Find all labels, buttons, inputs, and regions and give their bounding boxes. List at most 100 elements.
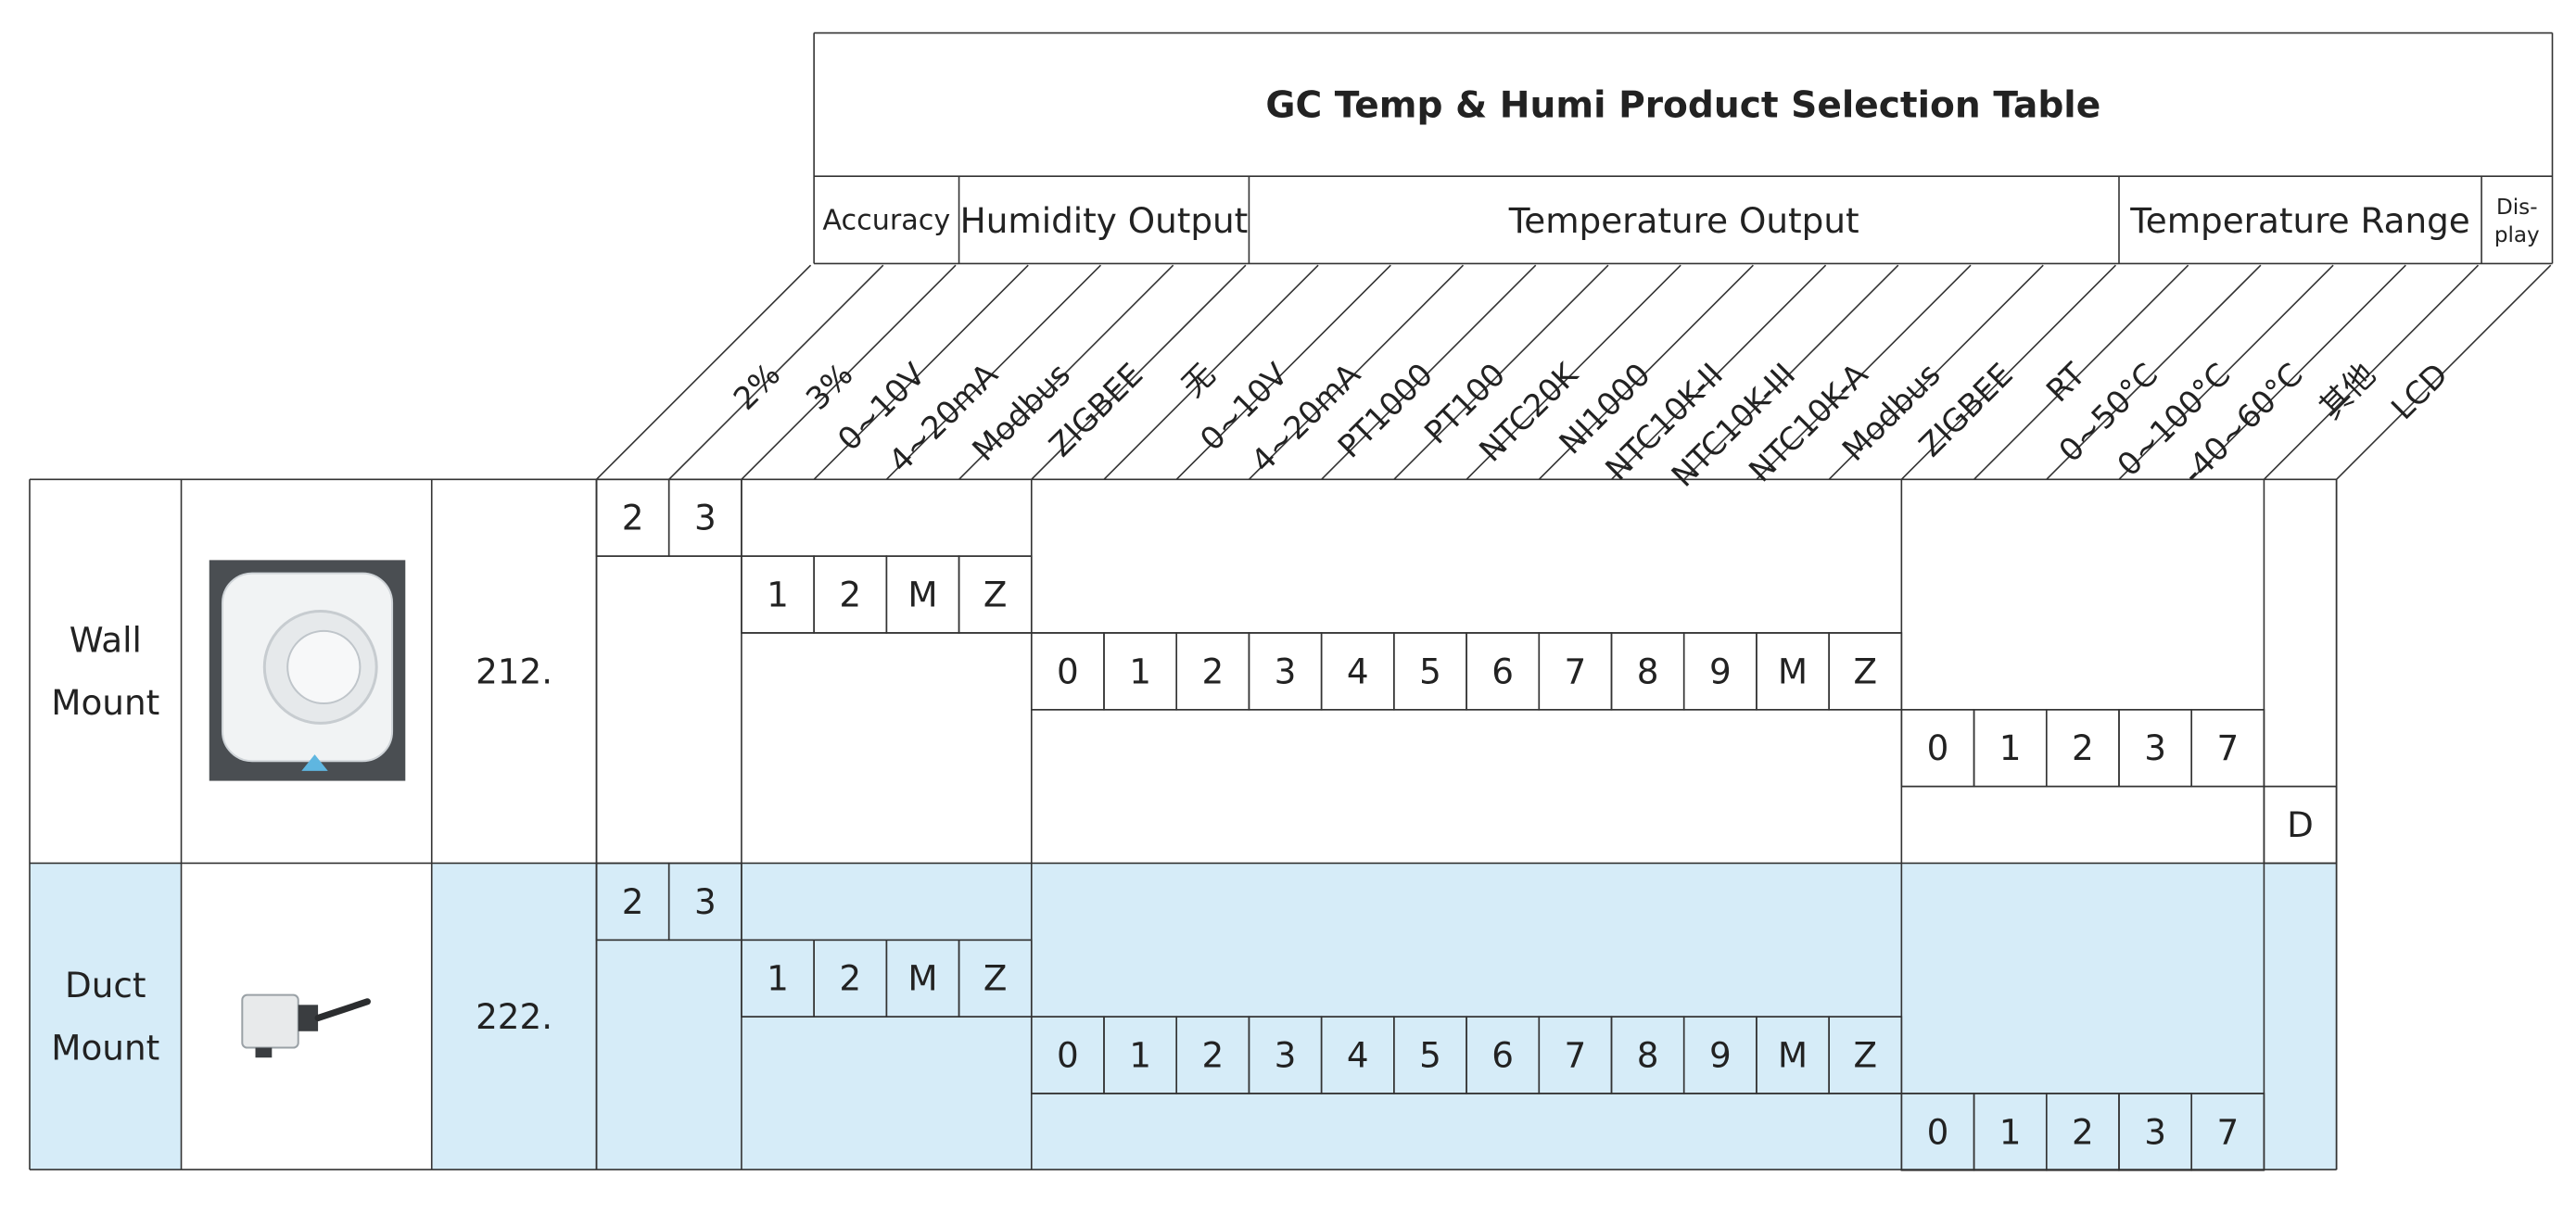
display-code: D — [2287, 804, 2314, 845]
column-slant-line — [2263, 264, 2480, 480]
accuracy-cell — [667, 862, 742, 942]
column-slant-line — [813, 264, 1029, 480]
humidity-code: 1 — [767, 575, 789, 615]
temperature-code: 0 — [1057, 1035, 1079, 1076]
temperature-code: 8 — [1637, 651, 1659, 691]
row-bg-name — [29, 863, 182, 1170]
temperature-code: 1 — [1129, 1035, 1151, 1076]
column-slant-line — [1393, 264, 1609, 480]
product-code: 212. — [476, 651, 552, 691]
accuracy-code: 2 — [622, 498, 644, 538]
column-slant-line — [1031, 264, 1247, 480]
temperature-code: 7 — [1565, 651, 1587, 691]
product-name: Duct — [65, 965, 146, 1005]
column-slant-line — [885, 264, 1102, 480]
temperature-code: 4 — [1347, 1035, 1369, 1076]
temperature-code: 6 — [1491, 1035, 1514, 1076]
column-slant-line — [958, 264, 1174, 480]
duct-mount-bracket — [255, 1047, 273, 1058]
column-slant-line — [2046, 264, 2262, 480]
product-name: Mount — [51, 1028, 159, 1069]
humidity-cell — [958, 555, 1033, 634]
range-code: 0 — [1927, 727, 1949, 768]
temperature-code: 0 — [1057, 651, 1079, 691]
group-label-display: Dis- — [2496, 196, 2538, 220]
accuracy-cell — [667, 478, 742, 557]
column-slant-line — [668, 264, 884, 480]
range-code: 2 — [2072, 1111, 2094, 1152]
column-slant-line — [1756, 264, 1972, 480]
humidity-code: 2 — [839, 575, 861, 615]
temperature-code: M — [1778, 1035, 1808, 1076]
product-name: Mount — [51, 682, 159, 723]
column-slant-line — [1538, 264, 1754, 480]
humidity-code: M — [907, 575, 937, 615]
range-cell — [2190, 708, 2265, 788]
range-code: 2 — [2072, 727, 2094, 768]
group-label-display: play — [2494, 223, 2540, 247]
temperature-code: 8 — [1637, 1035, 1659, 1076]
product-code: 222. — [476, 996, 552, 1037]
column-slant-line — [1683, 264, 1899, 480]
duct-mount-image — [241, 993, 299, 1049]
table-title: GC Temp & Humi Product Selection Table — [1265, 84, 2100, 126]
humidity-code: 2 — [839, 958, 861, 999]
temperature-code: 1 — [1129, 651, 1151, 691]
column-slant-line — [1900, 264, 2117, 480]
product-images — [209, 560, 406, 1058]
accuracy-code: 2 — [622, 881, 644, 922]
range-code: 1 — [1999, 1111, 2022, 1152]
column-slant-line — [1103, 264, 1319, 480]
temperature-code: 3 — [1275, 1035, 1297, 1076]
temperature-code: 6 — [1491, 651, 1514, 691]
wall-mount-led — [301, 754, 328, 771]
column-slant-line — [1248, 264, 1465, 480]
column-slant-line — [2336, 264, 2552, 480]
humidity-code: 1 — [767, 958, 789, 999]
temperature-cell — [1828, 632, 1903, 711]
temperature-code: 2 — [1201, 1035, 1224, 1076]
column-slant-line — [1610, 264, 1827, 480]
range-cell — [2190, 1093, 2265, 1171]
range-code: 0 — [1927, 1111, 1949, 1152]
group-label-temperature_output: Temperature Output — [1508, 200, 1859, 241]
humidity-cell — [958, 939, 1033, 1018]
product-name: Wall — [70, 620, 142, 661]
temperature-code: 9 — [1709, 1035, 1732, 1076]
wall-mount-center — [286, 629, 362, 705]
accuracy-code: 3 — [694, 498, 717, 538]
range-code: 3 — [2144, 727, 2166, 768]
range-code: 1 — [1999, 727, 2022, 768]
temperature-code: Z — [1853, 1035, 1877, 1076]
header-text: GC Temp & Humi Product Selection TableAc… — [51, 84, 2539, 1068]
temperature-code: M — [1778, 651, 1808, 691]
temperature-code: 5 — [1419, 1035, 1441, 1076]
temperature-code: 9 — [1709, 651, 1732, 691]
range-code: 7 — [2216, 727, 2239, 768]
duct-mount-gland — [298, 1005, 319, 1031]
temperature-code: 2 — [1201, 651, 1224, 691]
humidity-code: Z — [983, 575, 1008, 615]
temperature-code: Z — [1853, 651, 1877, 691]
humidity-code: M — [907, 958, 937, 999]
temperature-code: 5 — [1419, 651, 1441, 691]
grid-lines — [29, 32, 2554, 1171]
group-label-accuracy: Accuracy — [822, 205, 950, 237]
column-slant-line — [1321, 264, 1537, 480]
column-slant-line — [1973, 264, 2189, 480]
range-code: 7 — [2216, 1111, 2239, 1152]
group-label-humidity_output: Humidity Output — [960, 200, 1249, 241]
range-code: 3 — [2144, 1111, 2166, 1152]
column-slant-line — [2190, 264, 2406, 480]
temperature-cell — [1828, 1016, 1903, 1094]
humidity-code: Z — [983, 958, 1008, 999]
temperature-code: 4 — [1347, 651, 1369, 691]
group-label-temperature_range: Temperature Range — [2129, 200, 2469, 241]
column-slant-line — [2118, 264, 2334, 480]
display-cell — [2263, 785, 2338, 865]
accuracy-code: 3 — [694, 881, 717, 922]
column-slant-line — [741, 264, 957, 480]
duct-mount-probe — [314, 998, 371, 1022]
